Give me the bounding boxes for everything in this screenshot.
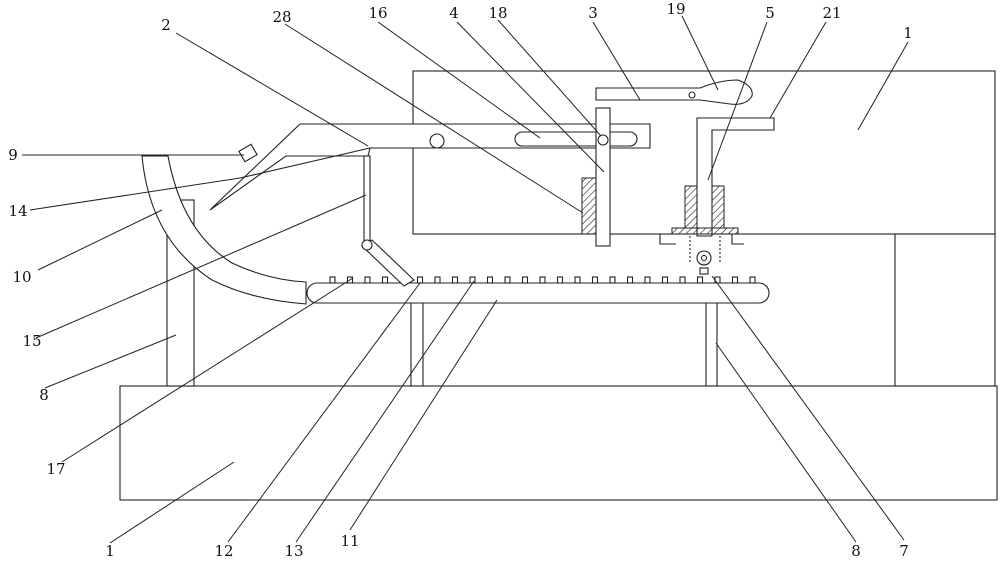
- label-9: 9: [8, 146, 18, 164]
- hatched-block: [581, 177, 598, 235]
- rail-tooth: [469, 276, 476, 284]
- label-19: 19: [666, 0, 685, 18]
- label-16: 16: [368, 4, 387, 22]
- mount-plate: [671, 227, 739, 235]
- label-14: 14: [8, 202, 27, 220]
- mount-bracket: [659, 234, 676, 245]
- rail-tooth: [661, 276, 669, 284]
- label-12: 12: [214, 542, 233, 560]
- rail-teeth: [329, 276, 756, 284]
- rail-tooth: [381, 276, 389, 284]
- label-5: 5: [765, 4, 775, 22]
- label-21: 21: [822, 4, 841, 22]
- label-4: 4: [449, 4, 459, 22]
- rail-tooth: [609, 276, 616, 284]
- rail-tooth: [504, 276, 511, 284]
- right-post-8: [705, 297, 718, 387]
- label-2: 2: [161, 16, 171, 34]
- reference-labels: 1 1 2 3 4 5 7 8 8 9 10 11 12 13 14 15 16…: [8, 0, 913, 560]
- label-8-left: 8: [39, 386, 49, 404]
- base-frame: [119, 385, 998, 501]
- rail-tooth: [679, 276, 686, 284]
- l-rod: [696, 117, 775, 237]
- guide-block-right: [711, 185, 725, 229]
- guide-block-left: [684, 185, 698, 229]
- label-8-right: 8: [851, 542, 861, 560]
- leader-lines: [22, 15, 909, 544]
- rail-tooth: [714, 276, 721, 284]
- rail-tooth: [644, 276, 651, 284]
- label-15: 15: [22, 332, 41, 350]
- label-28: 28: [272, 8, 291, 26]
- label-10: 10: [12, 268, 31, 286]
- label-17: 17: [46, 460, 65, 478]
- label-7: 7: [899, 542, 909, 560]
- rail-tooth: [749, 276, 756, 284]
- rail-tooth: [539, 276, 546, 284]
- rail-tooth: [521, 276, 529, 284]
- label-11: 11: [340, 532, 359, 550]
- rail-tooth: [591, 276, 599, 284]
- slider-pin: [597, 134, 609, 146]
- rail-tooth: [731, 276, 739, 284]
- label-1-upper: 1: [903, 24, 913, 42]
- vertical-link: [363, 155, 371, 247]
- rail-tooth: [364, 276, 371, 284]
- roller-foot: [699, 267, 709, 275]
- label-3: 3: [588, 4, 598, 22]
- roller-center: [700, 254, 708, 262]
- curved-guide: [141, 155, 307, 305]
- rail-tooth: [451, 276, 459, 284]
- handle-hole: [688, 91, 696, 99]
- rail-tooth: [434, 276, 441, 284]
- lever-inner-edge: [239, 147, 371, 179]
- rail-tooth: [556, 276, 564, 284]
- mount-bracket-r: [731, 234, 744, 245]
- rail-tooth: [696, 276, 704, 284]
- label-18: 18: [488, 4, 507, 22]
- rail-tooth: [574, 276, 581, 284]
- label-1-base: 1: [105, 542, 115, 560]
- pivot-hole: [429, 133, 445, 149]
- rail-tooth: [416, 276, 424, 284]
- rail-tooth: [329, 276, 336, 284]
- vertical-bar: [595, 107, 611, 247]
- rail-tooth: [486, 276, 494, 284]
- label-13: 13: [284, 542, 303, 560]
- rail-tooth: [626, 276, 634, 284]
- right-column: [894, 233, 996, 387]
- center-post: [410, 297, 424, 387]
- finger-pin: [361, 239, 373, 251]
- nozzle: [238, 143, 258, 163]
- rail: [306, 282, 770, 304]
